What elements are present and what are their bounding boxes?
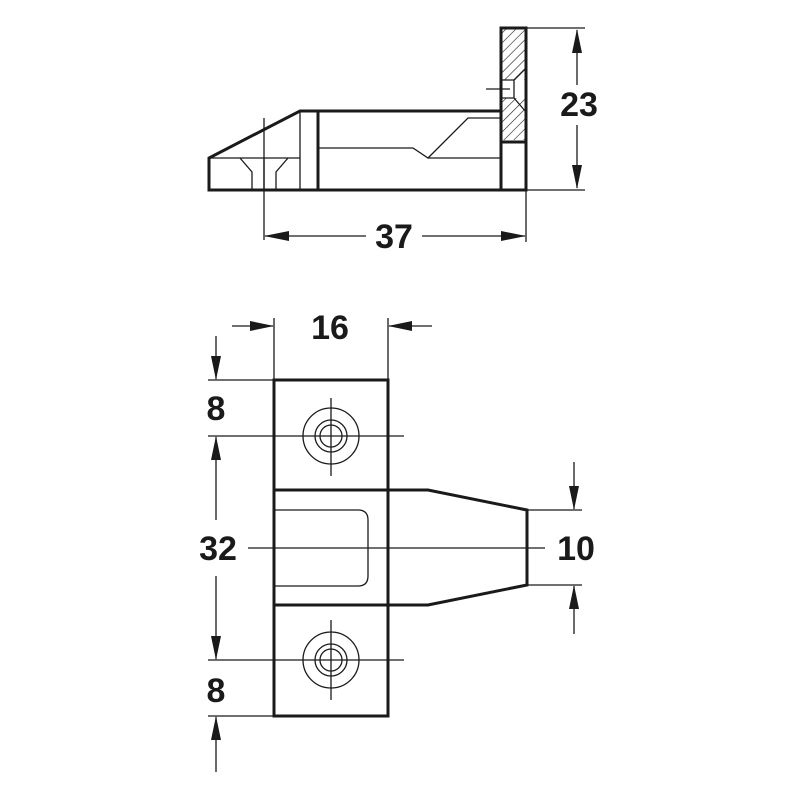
dim-32-arrow-top xyxy=(211,436,221,460)
side-tapered-nose xyxy=(207,109,320,192)
dim-10-arrow-bottom xyxy=(569,585,579,609)
dim-32-label: 32 xyxy=(199,530,237,568)
dim-23-arrow-bottom xyxy=(572,165,582,189)
side-internal-slot xyxy=(318,117,501,159)
side-main-body xyxy=(316,109,503,192)
dim-16-arrow-right xyxy=(388,321,412,331)
top-view: 16 8 32 8 10 xyxy=(199,309,595,772)
dim-8-bottom-arrow xyxy=(211,716,221,740)
side-screw-countersink-2 xyxy=(275,157,289,190)
dim-32-arrow-bottom xyxy=(211,636,221,660)
dim-37-arrow-left xyxy=(264,231,289,241)
flange-outline xyxy=(499,26,528,192)
dim-23-label: 23 xyxy=(560,86,598,124)
flange-countersink-slope-1 xyxy=(513,67,527,81)
dim-16-arrow-left xyxy=(250,321,274,331)
dim-37-arrow-right xyxy=(501,231,526,241)
dim-10-label: 10 xyxy=(557,530,595,568)
dim-8-bottom-label: 8 xyxy=(207,672,226,710)
side-view: 23 37 xyxy=(207,26,598,256)
flange-countersink-slope-2 xyxy=(513,97,527,113)
flange-countersink xyxy=(501,79,515,99)
dim-37-label: 37 xyxy=(375,218,413,256)
side-screw-countersink xyxy=(239,157,253,190)
dim-8-top-arrow xyxy=(211,356,221,380)
dim-16-label: 16 xyxy=(311,309,349,347)
dim-10-arrow-top xyxy=(569,486,579,510)
dim-8-top-label: 8 xyxy=(207,390,226,428)
dim-23-arrow-top xyxy=(572,29,582,53)
flange-hatch-lower xyxy=(501,98,526,140)
